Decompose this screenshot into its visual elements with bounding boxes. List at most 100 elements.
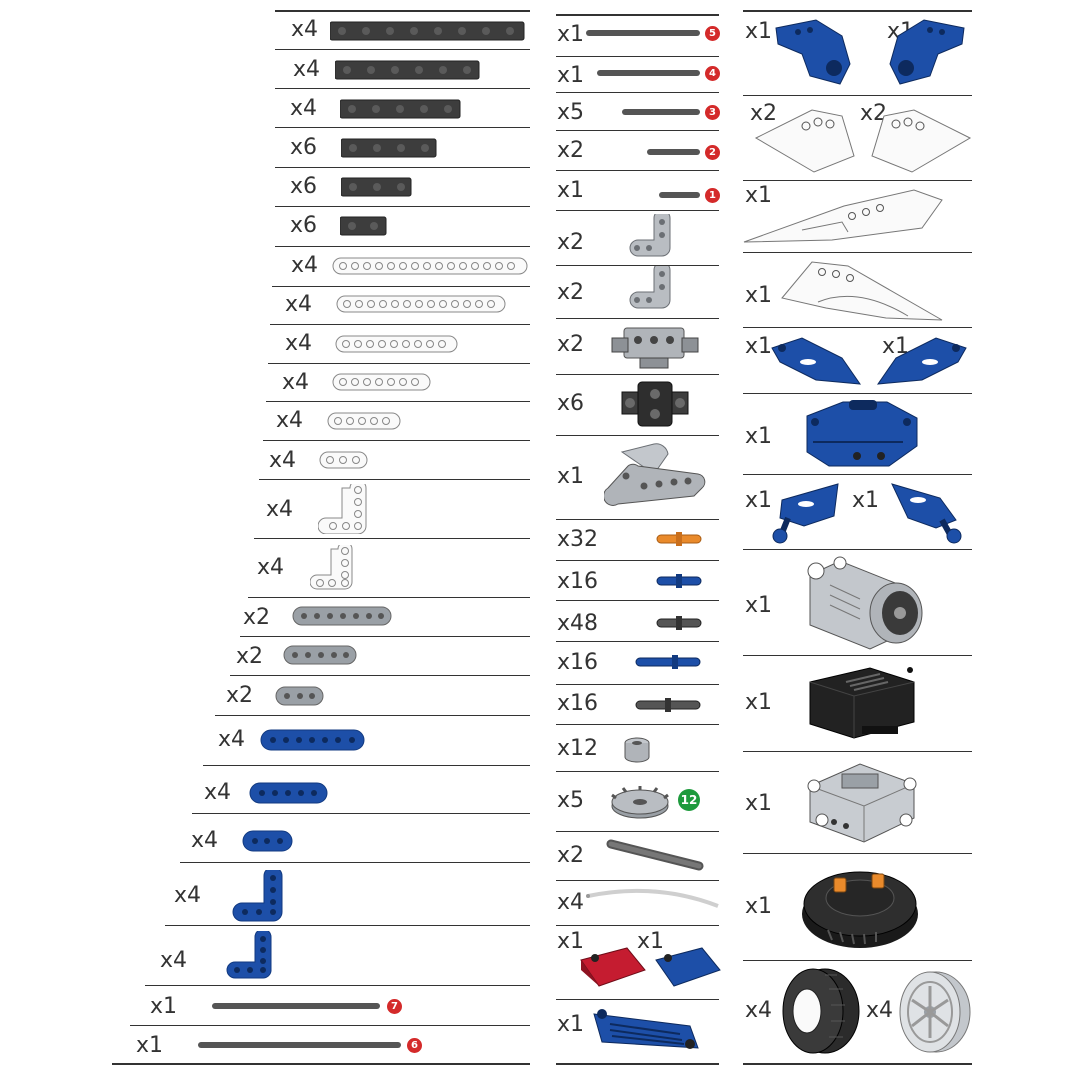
white-panel-left-icon <box>754 109 855 173</box>
divider <box>165 925 530 926</box>
divider <box>556 56 719 57</box>
gray-steering-block-icon <box>611 327 699 369</box>
part-quantity: x4 <box>285 292 313 317</box>
part-quantity: x4 <box>745 998 773 1023</box>
part-quantity: x1 <box>852 488 880 513</box>
axle-icon <box>647 149 700 155</box>
axle-icon <box>586 30 700 36</box>
part-quantity: x32 <box>557 527 599 552</box>
white-beam-icon <box>327 412 401 430</box>
part-quantity: x2 <box>236 644 264 669</box>
part-quantity: x4 <box>276 408 304 433</box>
part-quantity: x2 <box>226 683 254 708</box>
divider <box>556 925 719 926</box>
divider <box>230 675 530 676</box>
divider <box>556 1063 719 1065</box>
divider <box>556 724 719 725</box>
dark-brick-icon <box>341 177 412 197</box>
divider <box>743 95 972 96</box>
divider <box>556 92 719 93</box>
blue-L-beam-icon <box>232 870 283 922</box>
divider <box>215 715 530 716</box>
divider <box>112 1063 530 1065</box>
divider <box>556 831 719 832</box>
blue-long-pin-icon <box>635 655 701 669</box>
part-quantity: x1 <box>150 994 178 1019</box>
divider <box>743 1063 972 1065</box>
part-quantity: x1 <box>557 464 585 489</box>
part-quantity: x4 <box>269 448 297 473</box>
divider <box>270 324 530 325</box>
divider <box>259 479 530 480</box>
divider <box>743 960 972 961</box>
red-tile-icon <box>580 947 646 987</box>
axle-length-badge: 6 <box>407 1038 422 1053</box>
part-quantity: x2 <box>243 605 271 630</box>
part-quantity: x4 <box>174 883 202 908</box>
tire-icon <box>782 968 860 1054</box>
divider <box>743 474 972 475</box>
part-quantity: x2 <box>860 101 888 126</box>
part-quantity: x4 <box>204 780 232 805</box>
divider <box>743 751 972 752</box>
gray-L-connector-icon <box>629 266 671 309</box>
part-quantity: x4 <box>291 253 319 278</box>
divider <box>743 853 972 854</box>
divider <box>248 597 530 598</box>
remote-icon <box>802 871 918 948</box>
part-quantity: x1 <box>745 424 773 449</box>
blue-tile-icon <box>655 947 721 987</box>
part-quantity: x5 <box>557 788 585 813</box>
divider <box>203 765 530 766</box>
dark-brick-icon <box>330 21 525 41</box>
divider <box>743 252 972 253</box>
white-L-beam-icon <box>310 545 353 590</box>
divider <box>268 363 530 364</box>
part-quantity: x6 <box>290 213 318 238</box>
part-quantity: x2 <box>557 332 585 357</box>
axle-length-badge: 1 <box>705 188 720 203</box>
divider <box>130 1025 530 1026</box>
divider <box>240 636 530 637</box>
divider <box>275 49 530 50</box>
dark-brick-icon <box>341 138 437 158</box>
white-beam-icon <box>332 373 431 391</box>
blue-side-panel-right-icon <box>891 483 962 544</box>
part-quantity: x4 <box>866 998 894 1023</box>
dark-pin-icon <box>656 616 702 630</box>
part-quantity: x6 <box>557 391 585 416</box>
part-quantity: x48 <box>557 611 599 636</box>
axle-length-badge: 3 <box>705 105 720 120</box>
part-quantity: x4 <box>257 555 285 580</box>
motor-icon <box>807 556 923 650</box>
divider <box>556 14 719 16</box>
white-beam-icon <box>335 335 458 353</box>
blue-beam-icon <box>242 830 293 852</box>
divider <box>743 180 972 181</box>
divider <box>275 10 530 12</box>
gray-beam-icon <box>275 686 324 706</box>
part-quantity: x16 <box>557 569 599 594</box>
part-quantity: x4 <box>191 828 219 853</box>
divider <box>743 327 972 328</box>
divider <box>556 771 719 772</box>
white-beam-icon <box>336 295 506 313</box>
divider <box>556 560 719 561</box>
gray-shock-rod-icon <box>606 839 704 871</box>
divider <box>275 167 530 168</box>
part-quantity: x2 <box>750 101 778 126</box>
part-quantity: x6 <box>290 135 318 160</box>
divider <box>254 538 530 539</box>
white-cable-icon <box>586 888 719 908</box>
divider <box>556 641 719 642</box>
part-quantity: x2 <box>557 138 585 163</box>
white-beam-icon <box>319 451 368 469</box>
divider <box>263 440 530 441</box>
part-quantity: x16 <box>557 691 599 716</box>
dark-brick-icon <box>335 60 480 80</box>
divider <box>556 374 719 375</box>
battery-box-icon <box>809 667 915 739</box>
orange-pin-icon <box>656 532 702 546</box>
axle-icon <box>198 1042 401 1048</box>
part-quantity: x1 <box>745 19 773 44</box>
